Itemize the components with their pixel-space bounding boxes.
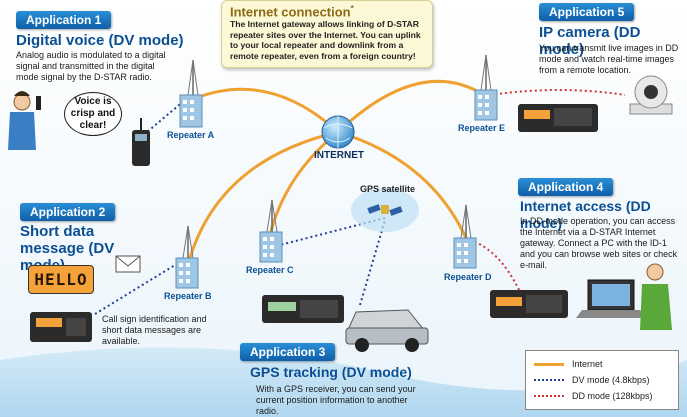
gps-satellite-label: GPS satellite (360, 184, 416, 194)
internet-connection-title: Internet connection* (230, 4, 354, 20)
application-3-desc: With a GPS receiver, you can send your c… (256, 384, 416, 416)
repeater-d-label: Repeater D (444, 272, 492, 282)
legend-dd: DD mode (128kbps) (534, 390, 653, 402)
application-3-tag: Application 3 (240, 343, 336, 361)
repeater-e-icon (474, 54, 498, 121)
link-internet-d (336, 130, 468, 240)
application-5-title: IP camera (DD mode) (539, 24, 641, 58)
link-internet-e (336, 79, 486, 134)
repeater-b-label: Repeater B (164, 291, 212, 301)
mobile-radio-b-icon (30, 312, 92, 342)
application-4-tag: Application 4 (518, 178, 614, 196)
person-laptop-icon (640, 263, 672, 330)
internet-connection-text: The Internet gateway allows linking of D… (230, 19, 421, 61)
legend-dd-line (534, 395, 564, 397)
repeater-d-icon (453, 204, 477, 269)
link-internet-a (194, 87, 340, 134)
legend-dv: DV mode (4.8kbps) (534, 374, 650, 386)
mobile-radio-d-icon (490, 290, 568, 318)
legend-internet: Internet (534, 358, 603, 370)
internet-label: INTERNET (314, 150, 364, 161)
car-icon (345, 309, 429, 352)
legend-dd-label: DD mode (128kbps) (572, 391, 653, 401)
legend-internet-label: Internet (572, 359, 603, 369)
application-5-desc: You can transmit live images in DD mode … (539, 43, 679, 75)
repeater-c-label: Repeater C (246, 265, 294, 275)
bottom-wave (0, 347, 687, 417)
speech-bubble: Voice is crisp and clear! (64, 92, 122, 136)
envelope-icon (115, 255, 141, 273)
link-internet-b (188, 130, 340, 260)
legend-dv-label: DV mode (4.8kbps) (572, 375, 650, 385)
repeater-a-label: Repeater A (167, 130, 215, 140)
gps-satellite-icon (351, 188, 419, 232)
lcd-display: HELLO (28, 265, 94, 294)
application-1-tag: Application 1 (16, 11, 112, 29)
application-2-desc: Call sign identification and short data … (102, 314, 207, 346)
application-4-title: Internet access (DD mode) (520, 198, 651, 231)
internet-connection-box: Internet connection* The Internet gatewa… (221, 0, 433, 68)
application-5-tag: Application 5 (539, 3, 635, 21)
repeater-b-icon (175, 225, 199, 289)
application-4-desc: In DD mode operation, you can access the… (520, 216, 678, 270)
link-dv-c (279, 217, 386, 246)
link-dd-e (489, 89, 626, 96)
legend-dv-line (534, 379, 564, 381)
repeater-e-label: Repeater E (458, 123, 506, 133)
mobile-radio-e-icon (518, 104, 598, 132)
application-1-desc: Analog audio is modulated to a digital s… (16, 50, 166, 82)
application-2-tag: Application 2 (20, 203, 116, 221)
repeater-c-icon (259, 199, 283, 263)
person-icon (8, 91, 41, 150)
laptop-icon (576, 279, 646, 318)
ip-camera-icon (629, 75, 673, 115)
application-3-title: GPS tracking (DV mode) (250, 364, 412, 380)
mobile-radio-c-icon (262, 295, 344, 323)
application-1-title: Digital voice (DV mode) (16, 32, 184, 49)
legend: Internet DV mode (4.8kbps) DD mode (128k… (525, 350, 679, 410)
legend-internet-line (534, 362, 564, 366)
globe-icon (321, 115, 355, 149)
handheld-radio-icon (132, 118, 150, 166)
repeater-a-icon (179, 59, 203, 128)
link-dv-b (94, 261, 181, 315)
